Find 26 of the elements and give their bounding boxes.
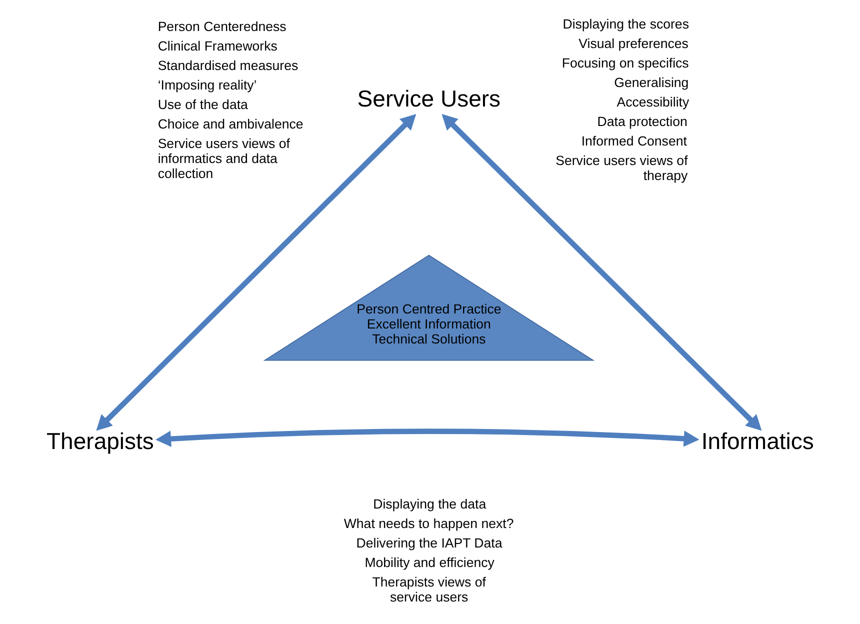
label: Data protection	[596, 114, 687, 129]
label: Generalising	[614, 74, 688, 90]
label: Clinical Frameworks	[157, 38, 277, 54]
label: Delivering the IAPT Data	[356, 536, 502, 551]
label: Service users views of therapy	[555, 152, 688, 183]
label: Accessibility	[616, 94, 689, 110]
arrow	[96, 114, 416, 431]
label: Visual preferences	[578, 36, 688, 51]
arrow	[155, 428, 699, 447]
label: ‘Imposing reality’	[157, 78, 256, 93]
label: Person Centeredness	[157, 19, 286, 34]
label: Service users views of informatics and data collection	[157, 136, 290, 182]
node-text: Informatics	[700, 428, 814, 454]
label: Therapists views of service users	[372, 574, 486, 605]
label: Focusing on specifics	[561, 55, 688, 70]
label: Choice and ambivalence	[157, 116, 303, 132]
label: What needs to happen next?	[343, 516, 514, 532]
label: Standardised measures	[157, 58, 298, 74]
node-text: Therapists	[46, 428, 154, 454]
label: Use of the data	[157, 97, 248, 112]
label: Displaying the data	[372, 496, 486, 512]
node-text: Service Users	[356, 86, 500, 112]
arrow	[441, 114, 762, 431]
label: Displaying the scores	[562, 16, 688, 32]
label: Informed Consent	[580, 133, 686, 148]
label: Mobility and efficiency	[364, 555, 494, 570]
